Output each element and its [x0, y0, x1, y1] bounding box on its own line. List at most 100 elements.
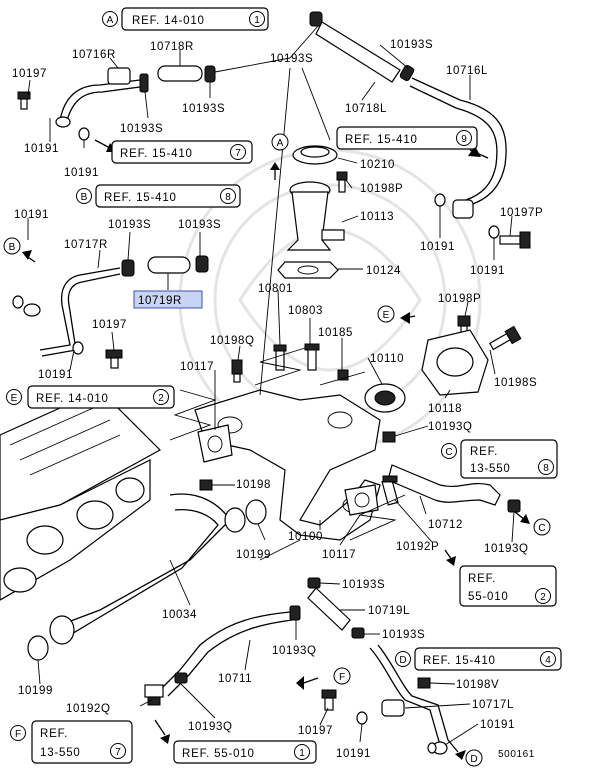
label-10716L: 10716L — [446, 65, 488, 77]
fitting-10192P — [381, 475, 399, 506]
clamp-10193S-a — [139, 73, 149, 93]
svg-text:REF. 15-410: REF. 15-410 — [104, 192, 177, 204]
label-10716R: 10716R — [72, 49, 116, 61]
marker-A-top: A — [271, 133, 289, 151]
svg-text:F: F — [15, 729, 21, 740]
clamp-10193S-g — [307, 577, 321, 589]
label-10192Q: 10192Q — [66, 703, 111, 715]
svg-text:13-550: 13-550 — [40, 747, 81, 759]
marker-C-right: C — [533, 518, 551, 536]
ref-box-6: C REF. 13-550 8 — [441, 439, 558, 479]
part-labels: 10197 10716R 10718R 10193S 10193S 10193S… — [12, 39, 543, 760]
svg-text:A: A — [107, 15, 114, 26]
label-10191-a: 10191 — [24, 143, 59, 155]
ref-box-8: D REF. 15-410 4 — [395, 647, 562, 671]
bolt-10198 — [199, 479, 213, 491]
label-10193Q-c: 10193Q — [272, 645, 317, 657]
label-10198Q-a: 10198Q — [210, 335, 255, 347]
label-10117-a: 10117 — [180, 361, 214, 373]
svg-text:B: B — [9, 242, 16, 253]
svg-text:8: 8 — [225, 192, 231, 203]
label-10193S-e: 10193S — [108, 219, 151, 231]
svg-text:D: D — [470, 754, 477, 765]
bolt-10198S — [489, 325, 522, 351]
cylinder-head — [0, 389, 161, 601]
svg-text:2: 2 — [540, 592, 546, 603]
leader-lines — [27, 25, 515, 746]
label-10193S-g: 10193S — [342, 579, 385, 591]
label-10719R: 10719R — [138, 295, 182, 307]
bolt-10198Q-a — [231, 359, 243, 383]
bolt-10197-b — [105, 349, 123, 369]
label-10197-b: 10197 — [92, 319, 127, 331]
sensor-10801 — [273, 344, 287, 371]
hose-10718R — [157, 65, 203, 82]
gasket-10191-d — [488, 225, 500, 239]
pipe-10034 — [49, 493, 246, 645]
svg-text:F: F — [339, 672, 345, 683]
bolt-10198P-a — [336, 171, 348, 193]
label-10193S-top: 10193S — [270, 53, 313, 65]
label-10124: 10124 — [366, 265, 401, 277]
label-10197P: 10197P — [500, 207, 543, 219]
gasket-10191-a — [78, 127, 90, 141]
sensor-10803 — [304, 343, 320, 371]
label-10717L: 10717L — [472, 699, 514, 711]
svg-text:REF.: REF. — [468, 573, 496, 585]
label-10801: 10801 — [258, 283, 293, 295]
label-10193Q-b: 10193Q — [484, 543, 529, 555]
bolt-10193Q-a — [382, 431, 396, 443]
svg-text:55-010: 55-010 — [468, 591, 509, 603]
diagram-id: 500161 — [498, 749, 535, 760]
gasket-10191-c — [434, 193, 446, 207]
fitting-10192Q — [144, 684, 164, 706]
ref-box-10: REF. 55-010 1 — [173, 740, 317, 764]
hose-10718L — [315, 21, 401, 83]
svg-text:7: 7 — [115, 747, 121, 758]
svg-text:REF.: REF. — [470, 446, 498, 458]
bolt-10197-c — [321, 689, 337, 711]
svg-text:C: C — [445, 447, 452, 458]
clamp-10193S-e — [121, 259, 135, 277]
ref-box-9: F REF. 13-550 7 — [10, 720, 133, 764]
label-10118: 10118 — [428, 403, 462, 415]
svg-text:REF. 15-410: REF. 15-410 — [345, 134, 418, 146]
gasket-10191-f — [72, 341, 84, 355]
svg-text:C: C — [538, 523, 545, 534]
svg-text:REF.: REF. — [40, 728, 68, 740]
gasket-10191-e — [12, 295, 24, 309]
svg-text:E: E — [383, 310, 390, 321]
svg-text:REF. 15-410: REF. 15-410 — [120, 148, 193, 160]
gasket-10124 — [277, 261, 339, 279]
svg-text:REF. 15-410: REF. 15-410 — [423, 655, 496, 667]
label-10191-h: 10191 — [480, 719, 515, 731]
label-10191-b: 10191 — [64, 167, 99, 179]
label-10191-d: 10191 — [470, 265, 505, 277]
svg-text:REF. 14-010: REF. 14-010 — [36, 393, 109, 405]
label-10193S-b: 10193S — [182, 103, 225, 115]
outlet-10113 — [286, 181, 345, 251]
marker-F-mid: F — [333, 667, 351, 685]
ref-box-4: REF. 15-410 9 — [336, 126, 478, 150]
label-10199-a: 10199 — [236, 549, 271, 561]
svg-text:8: 8 — [543, 463, 549, 474]
label-10198V: 10198V — [456, 679, 499, 691]
label-10197-c: 10197 — [298, 725, 333, 737]
pipe-10716L — [409, 77, 507, 219]
clamp-10193Q-d — [174, 672, 188, 684]
svg-text:D: D — [399, 655, 406, 666]
hose-10719L — [307, 587, 351, 631]
ref-box-3: B REF. 15-410 8 — [76, 184, 241, 208]
svg-text:E: E — [11, 393, 18, 404]
svg-text:4: 4 — [545, 655, 551, 666]
label-10718R: 10718R — [150, 41, 194, 53]
label-10718L: 10718L — [345, 103, 387, 115]
clamp-10193S-c — [399, 65, 415, 81]
svg-text:9: 9 — [461, 134, 467, 145]
label-10193Q-d: 10193Q — [188, 721, 233, 733]
bolt-10197P — [499, 231, 531, 249]
label-10198P-a: 10198P — [360, 183, 403, 195]
clamp-10193S-f — [195, 255, 209, 273]
label-10191-f: 10191 — [38, 369, 73, 381]
ref-box-2: REF. 15-410 7 — [111, 140, 253, 164]
